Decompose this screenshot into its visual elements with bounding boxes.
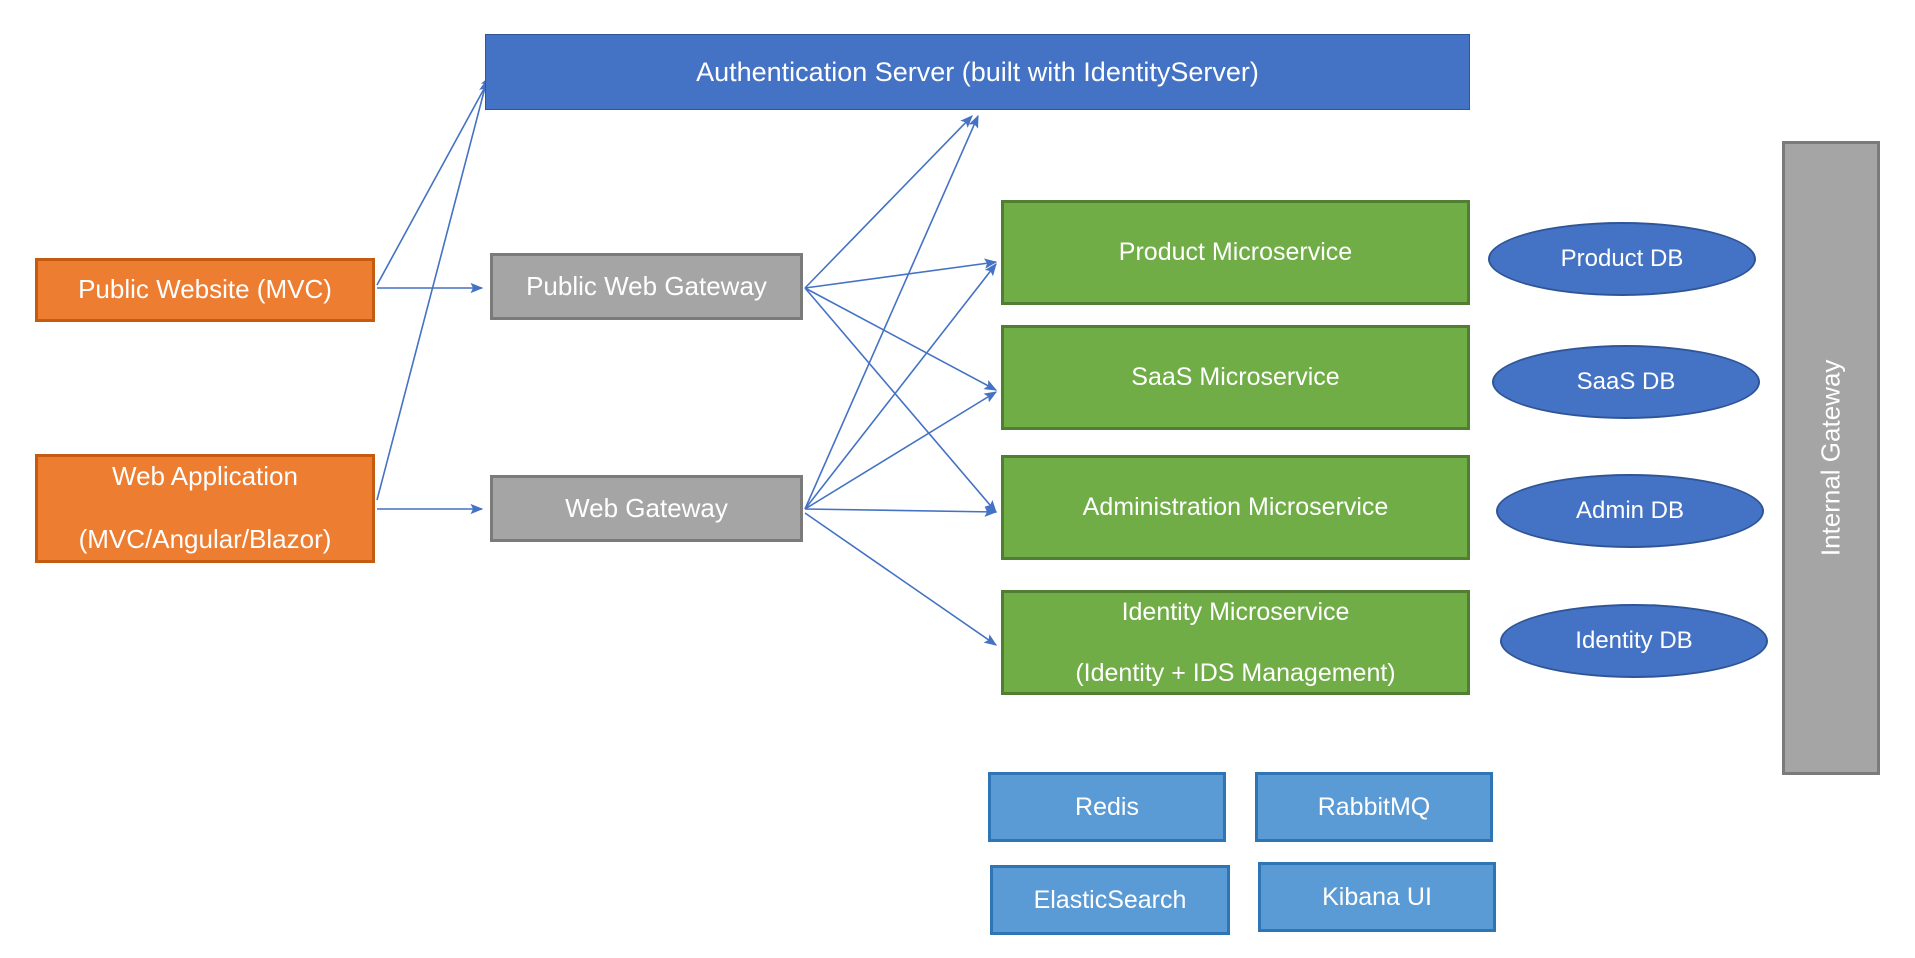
infrastructure-redis-label: Redis (1075, 792, 1139, 821)
gateway-web-node[interactable]: Web Gateway (490, 475, 803, 542)
client-public-website-node[interactable]: Public Website (MVC) (35, 258, 375, 322)
auth-server-node[interactable]: Authentication Server (built with Identi… (485, 34, 1470, 110)
edge-web-gateway-to-identity (804, 512, 998, 646)
client-public-website-label: Public Website (MVC) (78, 274, 332, 305)
client-web-application-label-line1: Web Application (112, 460, 298, 491)
infrastructure-elasticsearch-node[interactable]: ElasticSearch (990, 865, 1230, 935)
database-admin-label: Admin DB (1575, 497, 1685, 525)
edge-public-web-gateway-to-product (804, 258, 998, 289)
database-product-node[interactable]: Product DB (1488, 222, 1756, 296)
database-identity-node[interactable]: Identity DB (1500, 604, 1768, 678)
client-web-application-label-line2: (MVC/Angular/Blazor) (78, 524, 332, 555)
internal-gateway-node[interactable]: Internal Gateway (1782, 141, 1880, 775)
database-product-label: Product DB (1560, 245, 1684, 273)
gateway-public-web-label: Public Web Gateway (526, 270, 767, 301)
gateway-public-web-node[interactable]: Public Web Gateway (490, 253, 803, 320)
microservice-administration-label: Administration Microservice (1082, 493, 1389, 522)
infrastructure-redis-node[interactable]: Redis (988, 772, 1226, 842)
microservice-product-node[interactable]: Product Microservice (1001, 200, 1470, 305)
database-saas-label: SaaS DB (1576, 368, 1676, 396)
microservice-saas-node[interactable]: SaaS Microservice (1001, 325, 1470, 430)
edge-public-website-to-auth-server (376, 74, 492, 286)
microservice-identity-label-line1: Identity Microservice (1121, 597, 1350, 626)
database-saas-node[interactable]: SaaS DB (1492, 345, 1760, 419)
microservice-identity-label: Identity Microservice (Identity + IDS Ma… (1004, 597, 1467, 689)
infrastructure-kibana-node[interactable]: Kibana UI (1258, 862, 1496, 932)
edge-web-gateway-to-saas (804, 391, 998, 510)
edge-web-gateway-to-administration (804, 506, 998, 517)
database-admin-node[interactable]: Admin DB (1496, 474, 1764, 548)
edge-web-application-to-auth-server (376, 78, 490, 501)
gateway-web-label: Web Gateway (565, 492, 728, 523)
edge-public-web-gateway-to-administration (804, 287, 997, 513)
internal-gateway-label: Internal Gateway (1815, 359, 1846, 557)
edge-public-web-gateway-to-saas (804, 287, 998, 391)
infrastructure-rabbitmq-label: RabbitMQ (1317, 792, 1431, 821)
edge-public-web-gateway-to-auth-server (804, 115, 973, 289)
auth-server-label: Authentication Server (built with Identi… (696, 56, 1259, 87)
client-web-application-label: Web Application (MVC/Angular/Blazor) (38, 461, 372, 556)
microservice-product-label: Product Microservice (1118, 238, 1353, 267)
infrastructure-elasticsearch-label: ElasticSearch (1033, 885, 1187, 914)
edge-web-gateway-to-auth-server (804, 114, 979, 510)
database-identity-label: Identity DB (1575, 627, 1693, 655)
microservice-identity-node[interactable]: Identity Microservice (Identity + IDS Ma… (1001, 590, 1470, 695)
microservice-saas-label: SaaS Microservice (1131, 363, 1340, 392)
edge-web-gateway-to-product (804, 262, 997, 510)
infrastructure-rabbitmq-node[interactable]: RabbitMQ (1255, 772, 1493, 842)
microservice-administration-node[interactable]: Administration Microservice (1001, 455, 1470, 560)
infrastructure-kibana-label: Kibana UI (1322, 882, 1432, 911)
client-web-application-node[interactable]: Web Application (MVC/Angular/Blazor) (35, 454, 375, 563)
microservice-identity-label-line2: (Identity + IDS Management) (1075, 658, 1396, 687)
